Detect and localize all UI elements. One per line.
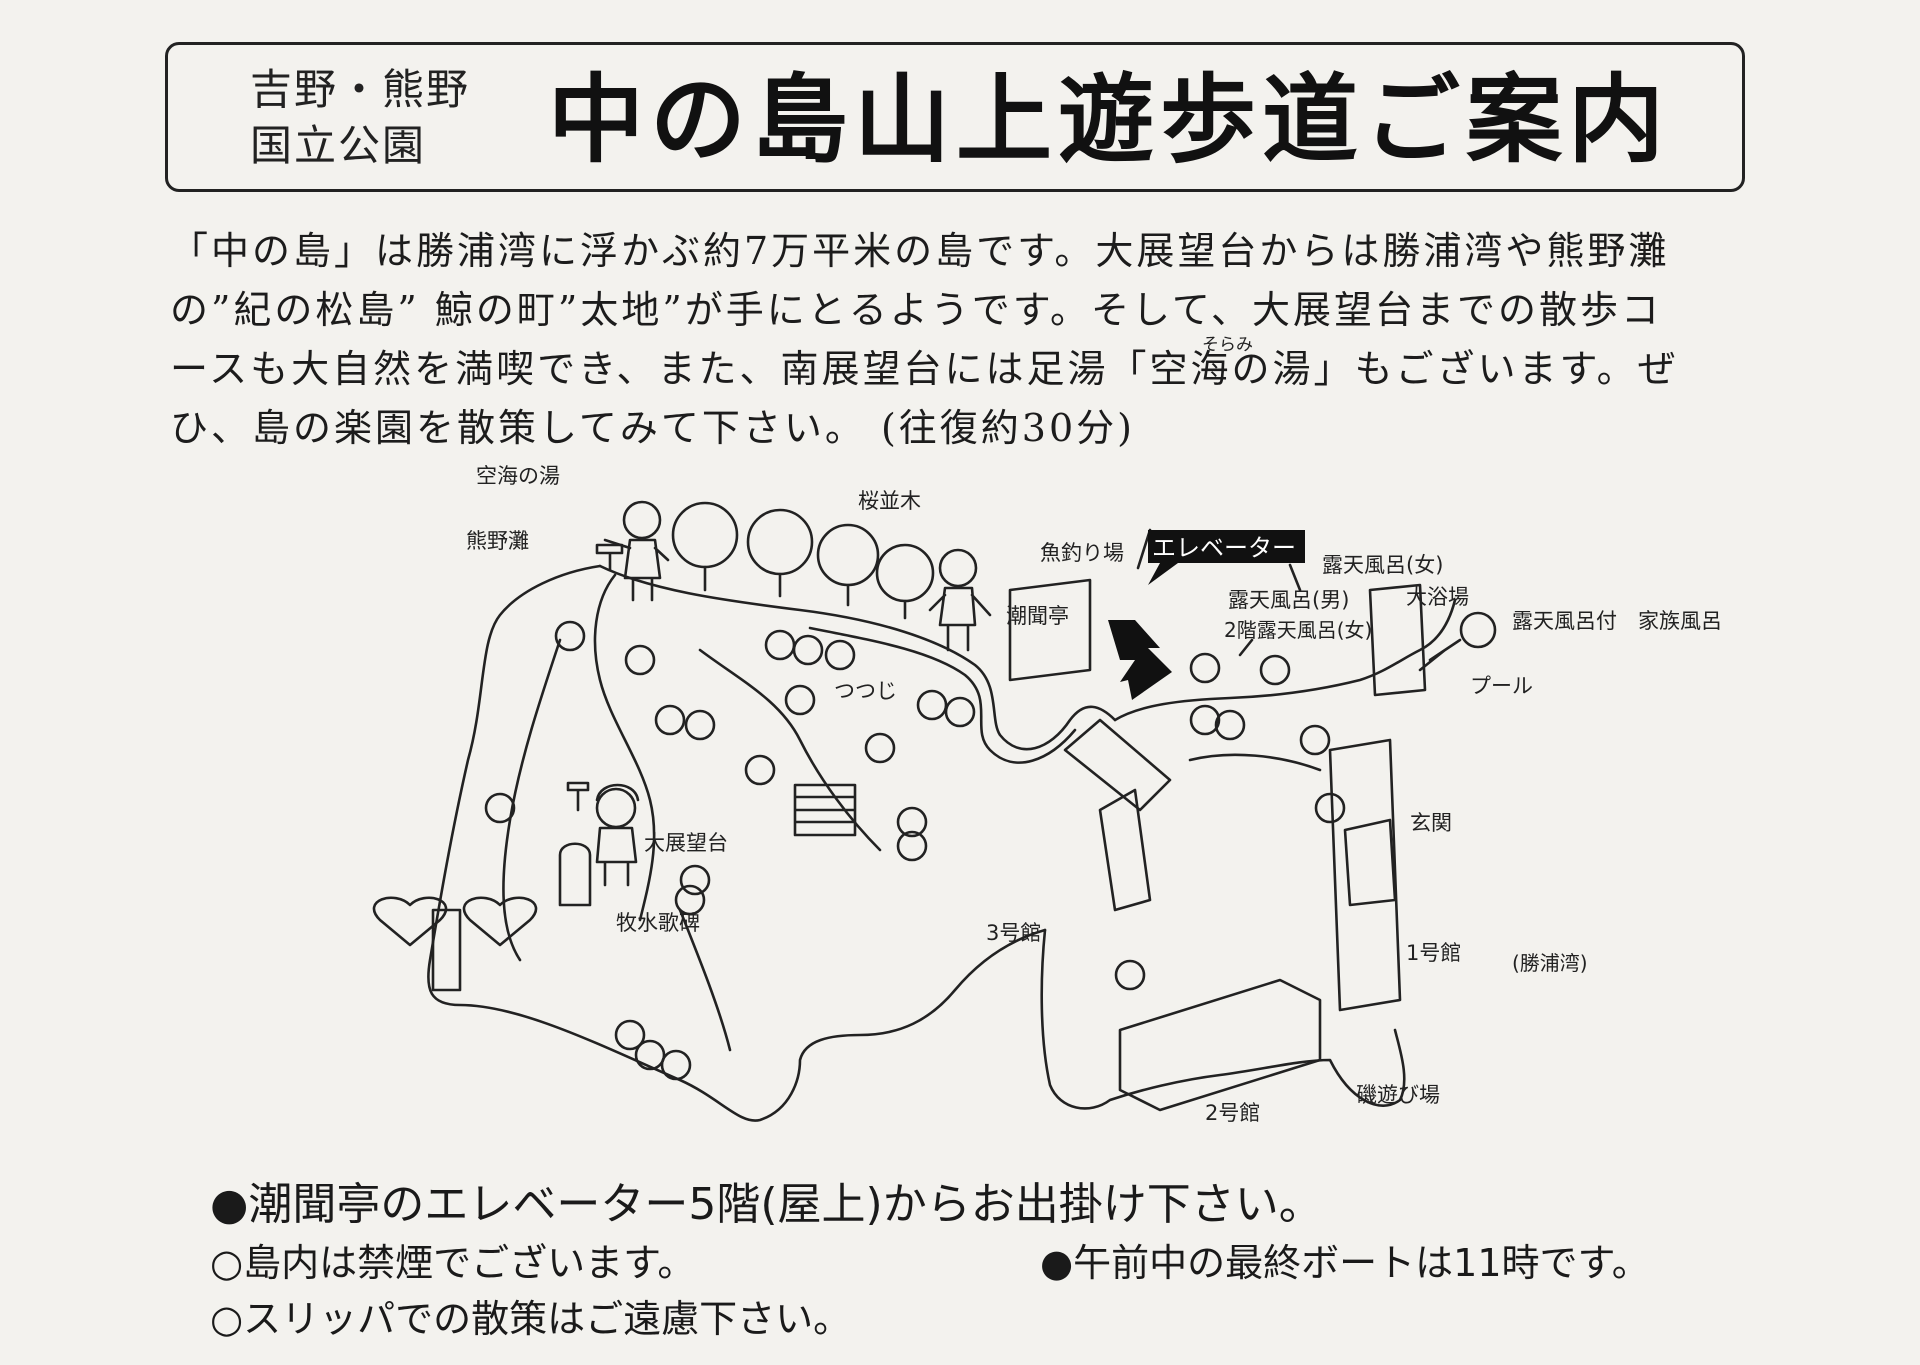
label-sakura: 桜並木 — [858, 489, 921, 513]
building-1 — [1328, 738, 1402, 1012]
elevator-callout-shape — [1148, 530, 1305, 585]
ridge-contour-2 — [1188, 753, 1322, 772]
note-no-smoking: ○島内は禁煙でございます。 — [210, 1241, 696, 1285]
sakura-tree-2 — [746, 508, 814, 576]
note-elevator-start: ●潮聞亭のエレベーター5階(屋上)からお出掛け下さい。 — [210, 1179, 1323, 1230]
intro-line3: ースも大自然を満喫でき、また、南展望台には足湯「空海の湯」もございます。ぜ — [170, 347, 1679, 391]
trail-winding — [808, 626, 1077, 764]
trail-west — [502, 638, 562, 962]
island-outline-west — [427, 564, 1047, 1122]
park-name: 吉野・熊野 国立公園 — [250, 62, 470, 174]
building-3 — [1063, 718, 1172, 812]
intro-line1: 「中の島」は勝浦湾に浮かぶ約7万平米の島です。大展望台からは勝浦湾や熊野灘 — [170, 229, 1670, 273]
label-kan2: 2号館 — [1205, 1101, 1260, 1125]
trail-south — [678, 908, 732, 1052]
building-bath — [1368, 583, 1427, 697]
sakura-tree-4 — [875, 543, 935, 603]
building-annex — [1343, 818, 1397, 907]
building-chobuntei — [1008, 578, 1092, 682]
sakura-tree-3 — [816, 523, 880, 587]
label-kan1: 1号館 — [1406, 941, 1461, 965]
coast-south — [1040, 928, 1406, 1110]
intro-line4: ひ、島の楽園を散策してみて下さい。 (往復約30分) — [170, 406, 1135, 450]
label-daiyokujo: 大浴場 — [1406, 585, 1469, 609]
sakura-tree-1 — [671, 501, 739, 569]
label-kuukai-yu: 空海の湯 — [476, 464, 560, 488]
label-genkan: 玄関 — [1410, 811, 1452, 835]
park-name-line1: 吉野・熊野 — [250, 65, 471, 114]
label-bokusui: 牧水歌碑 — [616, 911, 700, 935]
elevator-arrow — [1108, 620, 1172, 700]
note-last-boat: ●午前中の最終ボートは11時です。 — [1040, 1241, 1650, 1285]
label-elevator: エレベーター — [1152, 534, 1296, 562]
label-uotsuri: 魚釣り場 — [1040, 541, 1124, 565]
label-kumano-nada: 熊野灘 — [466, 529, 529, 553]
monument-stone — [558, 842, 592, 907]
path-ridge — [598, 564, 1117, 751]
note-no-slippers: ○スリッパでの散策はご遠慮下さい。 — [210, 1297, 852, 1341]
elevator-callout: エレベーター — [1108, 530, 1305, 700]
label-pool: プール — [1470, 674, 1533, 698]
park-name-line2: 国立公園 — [250, 121, 427, 170]
stairs — [793, 783, 857, 837]
figure-swimmer-head — [1459, 611, 1497, 649]
label-dai-tenbodai: 大展望台 — [644, 831, 728, 855]
figure-hiker-head — [622, 500, 662, 540]
label-roten-family: 露天風呂付 家族風呂 — [1512, 609, 1722, 633]
ridge-contour — [698, 648, 882, 852]
building-2 — [1118, 978, 1322, 1112]
header-frame — [165, 42, 1745, 192]
label-roten-women: 露天風呂(女) — [1322, 553, 1443, 577]
monument-pillar — [431, 908, 462, 992]
label-tsutsuji: つつじ — [834, 679, 897, 703]
intro-line2: の”紀の松島” 鯨の町”太地”が手にとるようです。そして、大展望台までの散歩コ — [170, 288, 1662, 332]
coast-east — [1113, 598, 1457, 722]
label-iso: 磯遊び場 — [1356, 1083, 1440, 1107]
heart-right — [462, 896, 538, 947]
label-chobuntei: 潮聞亭 — [1006, 604, 1069, 628]
label-roten-men: 露天風呂(男) — [1228, 588, 1349, 612]
figure-child-head — [938, 548, 978, 588]
label-kan3: 3号館 — [986, 921, 1041, 945]
heart-left — [372, 896, 448, 947]
page-title: 中の島山上遊歩道ご案内 — [548, 64, 1670, 176]
label-katsuura-bay: (勝浦湾) — [1512, 951, 1588, 975]
trail-inner-loop — [593, 573, 656, 922]
building-3b — [1098, 788, 1152, 912]
label-roten-2f-women: 2階露天風呂(女) — [1224, 618, 1372, 642]
figure-woman-head — [595, 787, 637, 829]
intro-text: 「中の島」は勝浦湾に浮かぶ約7万平米の島です。大展望台からは勝浦湾や熊野灘 の”… — [170, 222, 1760, 458]
furigana-sorami: そらみ — [1202, 335, 1253, 355]
